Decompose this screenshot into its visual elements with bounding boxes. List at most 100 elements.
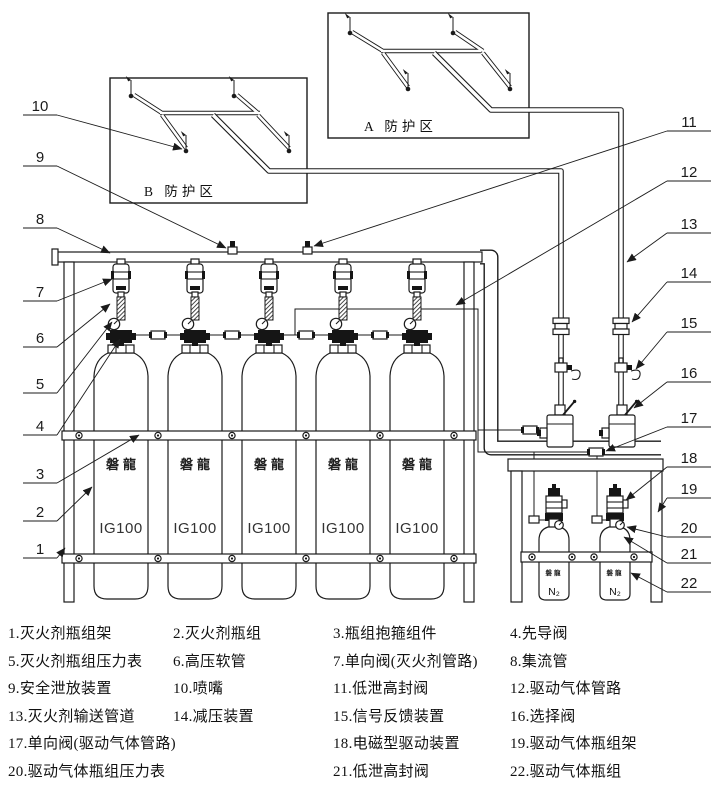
pilot-elbow-fitting xyxy=(591,515,603,524)
selector-valve xyxy=(598,398,640,448)
pressure-reducer xyxy=(552,317,570,336)
svg-text:16: 16 xyxy=(681,365,698,382)
driving-gas-pipeline xyxy=(121,308,606,459)
callout-1: 1 xyxy=(23,541,66,559)
svg-text:3: 3 xyxy=(36,466,44,483)
safety-relief-device xyxy=(227,241,238,255)
svg-text:20: 20 xyxy=(681,520,698,537)
pilot-check-valve xyxy=(222,330,242,340)
callout-12: 12 xyxy=(455,164,711,306)
callout-19: 19 xyxy=(657,481,711,513)
driving-gas-check-valve xyxy=(586,447,606,457)
cylinder-model-label: IG100 xyxy=(395,520,438,537)
pilot-brand-label: 磐龍 xyxy=(545,568,563,577)
cylinder-model-label: IG100 xyxy=(173,520,216,537)
zone-b-piping xyxy=(132,93,291,150)
clamp-bar-upper xyxy=(61,430,477,441)
pilot-clamp-bar xyxy=(520,551,653,563)
svg-text:6: 6 xyxy=(36,330,44,347)
delivery-pipe-zone-b xyxy=(211,113,564,405)
cylinder-brand-label: 磐龍 xyxy=(180,457,214,472)
agent-cylinder xyxy=(315,258,371,600)
callout-15: 15 xyxy=(635,315,711,370)
zone-a: A 防护区 xyxy=(327,12,530,139)
zone-b-label: B 防护区 xyxy=(144,184,217,199)
svg-text:1: 1 xyxy=(36,541,44,558)
nozzle-icon xyxy=(228,75,237,99)
pressure-reducer xyxy=(612,317,630,336)
svg-text:14: 14 xyxy=(681,265,698,282)
agent-cylinder xyxy=(241,258,297,600)
pilot-check-valve xyxy=(296,330,316,340)
pilot-rack-leg-left xyxy=(510,470,523,603)
cylinder-model-label: IG100 xyxy=(247,520,290,537)
cylinder-model-label: IG100 xyxy=(321,520,364,537)
pilot-elbow-fitting xyxy=(528,515,540,524)
callout-17: 17 xyxy=(605,410,711,452)
agent-cylinder xyxy=(389,258,445,600)
callout-18: 18 xyxy=(625,450,711,501)
callout-20: 20 xyxy=(626,520,711,538)
callout-6: 6 xyxy=(23,303,111,348)
svg-text:10: 10 xyxy=(32,98,49,115)
nozzle-icon xyxy=(125,75,134,99)
agent-cylinder-group: 磐龍 磐龍 磐龍 磐龍 磐龍 IG100 IG100 IG100 IG100 I… xyxy=(93,258,445,600)
callout-4: 4 xyxy=(23,338,121,436)
callout-3: 3 xyxy=(23,434,140,484)
svg-text:12: 12 xyxy=(681,164,698,181)
svg-text:19: 19 xyxy=(681,481,698,498)
pilot-rack-top xyxy=(507,458,664,472)
cylinder-brand-label: 磐龍 xyxy=(402,457,436,472)
cylinder-brand-label: 磐龍 xyxy=(328,457,362,472)
svg-text:5: 5 xyxy=(36,376,44,393)
manifold-end-cap xyxy=(51,248,59,266)
zone-b-box xyxy=(109,77,308,204)
pilot-riser-lines xyxy=(533,471,598,518)
svg-text:21: 21 xyxy=(681,546,698,563)
pilot-gas-label: N₂ xyxy=(609,586,621,598)
svg-text:11: 11 xyxy=(681,114,697,131)
pilot-gas-label: N₂ xyxy=(548,586,560,598)
svg-text:4: 4 xyxy=(36,418,44,435)
pilot-cylinder xyxy=(538,483,570,601)
agent-cylinder xyxy=(167,258,223,600)
callout-22: 22 xyxy=(630,572,711,593)
cylinder-brand-label: 磐龍 xyxy=(106,457,140,472)
pilot-cylinder-group: 磐龍 磐龍 N₂ N₂ xyxy=(520,483,653,601)
callouts: 10 9 8 7 6 5 4 3 2 1 11 12 13 14 15 16 1… xyxy=(23,98,711,593)
callout-2: 2 xyxy=(23,486,93,522)
pilot-check-valve xyxy=(370,330,390,340)
nozzle-icon xyxy=(344,12,353,36)
zone-a-box xyxy=(327,12,530,139)
callout-5: 5 xyxy=(23,321,113,394)
cylinder-model-label: IG100 xyxy=(99,520,142,537)
callout-14: 14 xyxy=(631,265,711,323)
driving-gas-check-valve xyxy=(520,425,540,435)
zone-a-label: A 防护区 xyxy=(364,119,437,134)
callout-21: 21 xyxy=(623,536,711,564)
nozzle-icon xyxy=(447,12,456,36)
svg-text:2: 2 xyxy=(36,504,44,521)
callout-9: 9 xyxy=(23,149,227,249)
zone-b: B 防护区 xyxy=(109,77,308,204)
manifold xyxy=(51,248,661,456)
zone-a-piping xyxy=(350,30,512,89)
svg-text:17: 17 xyxy=(681,410,698,427)
callout-8: 8 xyxy=(23,211,111,254)
svg-text:22: 22 xyxy=(681,575,698,592)
svg-text:18: 18 xyxy=(681,450,698,467)
callout-11: 11 xyxy=(313,114,711,248)
low-leak-high-seal-valve-manifold xyxy=(302,241,313,255)
pilot-brand-label: 磐龍 xyxy=(606,568,624,577)
callout-10: 10 xyxy=(23,98,183,151)
delivery-pipe-zone-a xyxy=(432,51,624,405)
selector-valve xyxy=(536,398,578,448)
callout-13: 13 xyxy=(626,216,711,263)
pilot-rack xyxy=(507,458,664,603)
svg-text:7: 7 xyxy=(36,284,44,301)
callout-7: 7 xyxy=(23,278,113,302)
svg-text:9: 9 xyxy=(36,149,44,166)
svg-text:13: 13 xyxy=(681,216,698,233)
